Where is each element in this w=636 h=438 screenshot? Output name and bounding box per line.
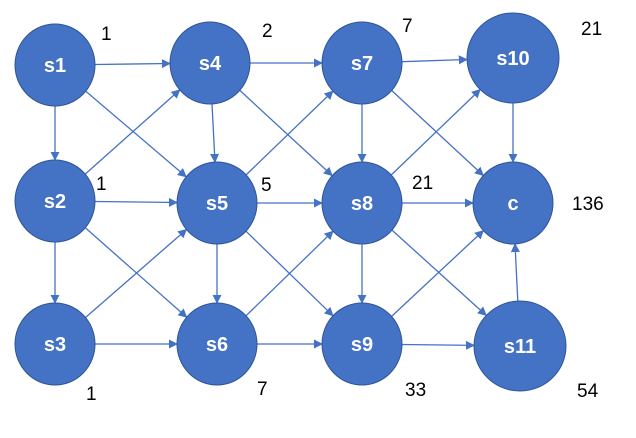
edges-layer <box>50 55 520 350</box>
edge-s8-s10 <box>390 88 481 176</box>
count-label-s3: 1 <box>86 384 97 405</box>
edge-s2-s5 <box>94 197 178 207</box>
edge-s9-c <box>391 229 485 317</box>
count-label-s10: 21 <box>581 19 602 40</box>
count-label-s6: 7 <box>257 379 268 400</box>
edge-s2-s6 <box>84 227 188 318</box>
node-s3: s3 <box>14 302 96 386</box>
edge-s5-s7 <box>245 90 334 176</box>
edge-s4-s5 <box>210 103 220 164</box>
edge-s7-c <box>391 90 484 177</box>
node-s9: s9 <box>321 302 403 386</box>
edge-s9-s11 <box>401 340 475 350</box>
node-label-s3: s3 <box>44 334 66 356</box>
node-circle-s2 <box>14 159 96 243</box>
count-label-s9: 33 <box>405 380 426 401</box>
count-label-s8: 21 <box>412 173 433 194</box>
edge-s1-s5 <box>85 90 187 178</box>
edge-s2-s4 <box>84 89 181 175</box>
count-label-s4: 2 <box>262 21 273 42</box>
node-label-s10: s10 <box>496 48 529 70</box>
node-label-s9: s9 <box>351 334 373 356</box>
node-s8: s8 <box>321 161 403 245</box>
node-s5: s5 <box>176 161 258 245</box>
counts-layer: 1 1 1 2 5 7 7 21 33 21 136 54 <box>86 16 604 405</box>
node-label-s5: s5 <box>206 193 228 215</box>
node-circle-c <box>472 161 554 245</box>
node-circle-s7 <box>321 21 403 105</box>
count-label-c: 136 <box>572 194 604 215</box>
node-label-s11: s11 <box>504 336 536 358</box>
count-label-s11: 54 <box>577 381 599 402</box>
node-label-s6: s6 <box>206 334 228 356</box>
edge-s6-s8 <box>245 230 334 317</box>
count-label-s1: 1 <box>101 24 112 45</box>
edge-s4-s8 <box>239 89 333 177</box>
node-label-s1: s1 <box>44 55 66 77</box>
node-label-s4: s4 <box>199 53 222 75</box>
node-s2: s2 <box>14 159 96 243</box>
node-s11: s11 <box>473 300 567 392</box>
nodes-layer: s1 s2 s3 s4 s5 s6 s7 s8 s9 s10 c s11 <box>14 12 567 392</box>
edge-s3-s5 <box>85 228 188 318</box>
node-circle-s1 <box>14 23 96 107</box>
node-circle-s5 <box>176 161 258 245</box>
edge-s11-c <box>510 242 520 302</box>
node-circle-s11 <box>473 300 567 392</box>
count-label-s2: 1 <box>96 174 107 195</box>
node-label-s8: s8 <box>351 193 373 215</box>
node-circle-s6 <box>176 302 258 386</box>
edge-s7-s10 <box>401 55 468 65</box>
node-s7: s7 <box>321 21 403 105</box>
node-label-s7: s7 <box>351 53 373 75</box>
node-s4: s4 <box>169 21 251 105</box>
node-circle-s9 <box>321 302 403 386</box>
node-circle-s10 <box>466 12 560 104</box>
edge-s1-s4 <box>94 59 171 69</box>
node-s10: s10 <box>466 12 560 104</box>
node-label-c: c <box>507 193 518 215</box>
node-label-s2: s2 <box>44 191 66 213</box>
node-circle-s8 <box>321 161 403 245</box>
node-c: c <box>472 161 554 245</box>
node-circle-s3 <box>14 302 96 386</box>
count-label-s5: 5 <box>261 175 272 196</box>
node-s1: s1 <box>14 23 96 107</box>
count-label-s7: 7 <box>402 16 413 37</box>
node-s6: s6 <box>176 302 258 386</box>
node-circle-s4 <box>169 21 251 105</box>
